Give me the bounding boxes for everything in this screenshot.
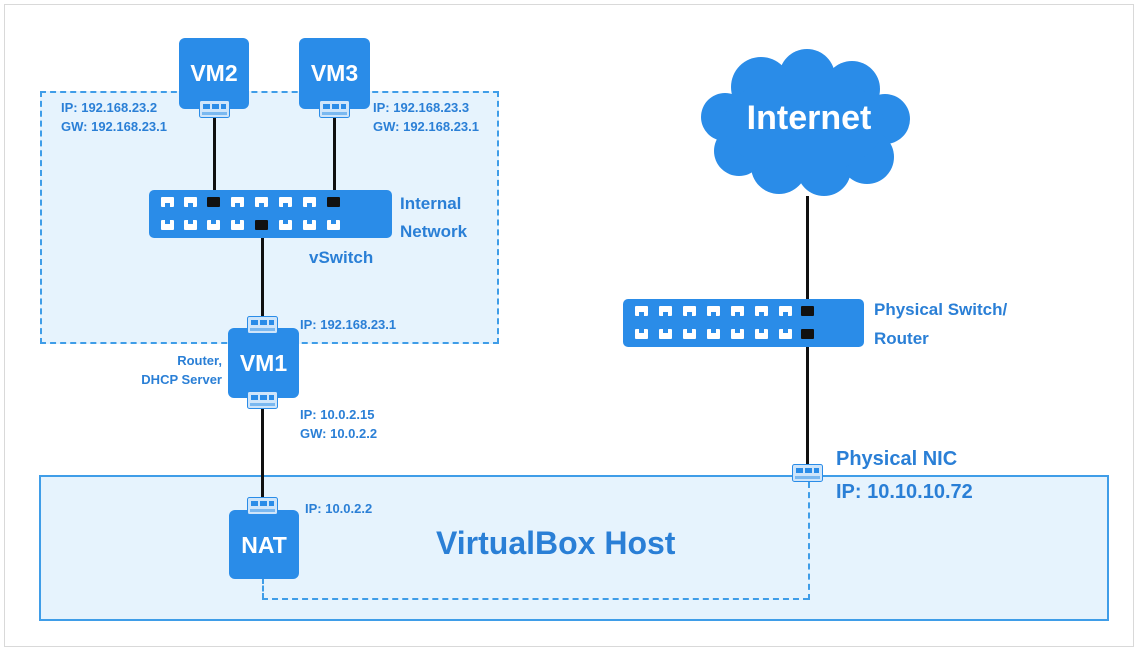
vm1-nat-ip-label: IP: 10.0.2.15	[300, 407, 375, 422]
physical-nic-ip-label: IP: 10.10.10.72	[836, 481, 973, 503]
vm3-nic-icon	[319, 100, 350, 118]
nat-label: NAT	[241, 532, 287, 558]
internet-label: Internet	[746, 99, 872, 137]
vm2-vswitch-link	[213, 118, 216, 205]
physical-nic-icon	[792, 464, 823, 482]
nat-nic-icon	[247, 497, 278, 515]
vm3-ip-label: IP: 192.168.23.3	[373, 100, 470, 115]
vm2-gw-label: GW: 192.168.23.1	[61, 119, 167, 134]
vm1-label: VM1	[239, 350, 288, 376]
physical-switch-icon	[623, 299, 864, 347]
internet-cloud-icon	[701, 49, 910, 196]
host-internal-link-left	[262, 578, 264, 599]
vm1-nat-link	[261, 408, 264, 500]
vm1-nat-nic-icon	[247, 391, 278, 409]
vm1-role-label-line1: Router,	[177, 353, 222, 368]
vm3-vswitch-link	[333, 118, 336, 205]
vm3-box[interactable]: VM3	[299, 38, 370, 109]
vm2-box[interactable]: VM2	[179, 38, 249, 109]
virtualbox-host-label: VirtualBox Host	[436, 525, 676, 561]
vm1-internal-nic-icon	[247, 316, 278, 334]
vm1-box[interactable]: VM1	[228, 328, 299, 398]
switch-nic-link	[806, 334, 809, 464]
physical-nic-label: Physical NIC	[836, 448, 958, 470]
virtualbox-host-zone	[39, 475, 1109, 621]
host-internal-link-right	[808, 482, 810, 600]
physical-switch-label-line2: Router	[874, 329, 929, 348]
host-internal-link-bottom	[262, 598, 809, 600]
internal-network-label-line1: Internal	[400, 194, 462, 213]
physical-switch-label-line1: Physical Switch/	[874, 300, 1008, 319]
vswitch-label: vSwitch	[309, 248, 374, 267]
vswitch-vm1-link	[261, 224, 264, 316]
vm1-role-label-line2: DHCP Server	[141, 372, 222, 387]
nat-ip-label: IP: 10.0.2.2	[305, 501, 373, 516]
vm2-ip-label: IP: 192.168.23.2	[61, 100, 158, 115]
vm3-gw-label: GW: 192.168.23.1	[373, 119, 479, 134]
nat-box[interactable]: NAT	[229, 510, 299, 579]
internal-network-label-line2: Network	[400, 222, 468, 241]
vm1-nat-gw-label: GW: 10.0.2.2	[300, 426, 378, 441]
vswitch-icon	[149, 190, 392, 238]
vm1-internal-ip-label: IP: 192.168.23.1	[300, 317, 397, 332]
internet-switch-link	[806, 196, 809, 314]
vm3-label: VM3	[310, 60, 359, 86]
vm2-label: VM2	[190, 60, 238, 86]
vm2-nic-icon	[199, 100, 230, 118]
